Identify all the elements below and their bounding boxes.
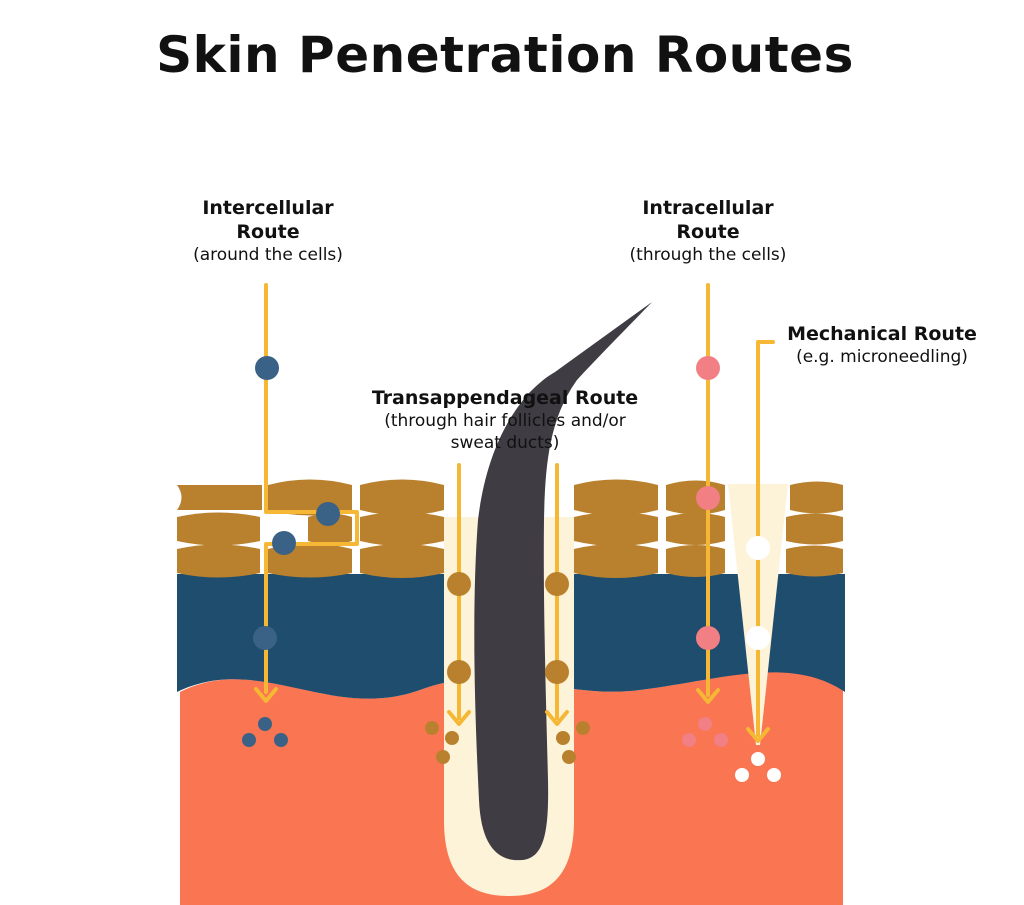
intracellular-route-desc: (through the cells) bbox=[629, 245, 787, 265]
mechanical-route-name: Mechanical Route bbox=[787, 323, 977, 345]
transappendageal-route-name: Transappendageal Route bbox=[371, 387, 639, 409]
mechanical-route-desc: (e.g. microneedling) bbox=[796, 347, 968, 367]
intracellular-route-name-line2: Route bbox=[676, 221, 740, 243]
transappendageal-route-desc-line1: (through hair follicles and/or bbox=[384, 411, 626, 431]
intracellular-particles bbox=[682, 356, 728, 747]
transappendageal-particles bbox=[425, 572, 590, 764]
transappendageal-route-label: Transappendageal Route (through hair fol… bbox=[330, 386, 680, 454]
page-title: Skin Penetration Routes bbox=[156, 26, 854, 84]
intercellular-route-label: Intercellular Route (around the cells) bbox=[150, 196, 386, 266]
hair-shaft bbox=[474, 302, 652, 861]
intercellular-particles bbox=[242, 356, 340, 747]
intracellular-route-label: Intracellular Route (through the cells) bbox=[590, 196, 826, 266]
intracellular-route-name-line1: Intracellular bbox=[642, 197, 774, 219]
intercellular-route-name-line1: Intercellular bbox=[202, 197, 334, 219]
mechanical-route-label: Mechanical Route (e.g. microneedling) bbox=[762, 322, 1002, 368]
intercellular-route-desc: (around the cells) bbox=[193, 245, 343, 265]
intercellular-route-name-line2: Route bbox=[236, 221, 300, 243]
mechanical-particles bbox=[735, 536, 781, 782]
transappendageal-route-desc-line2: sweat ducts) bbox=[450, 433, 560, 453]
intercellular-arrow bbox=[264, 283, 359, 694]
